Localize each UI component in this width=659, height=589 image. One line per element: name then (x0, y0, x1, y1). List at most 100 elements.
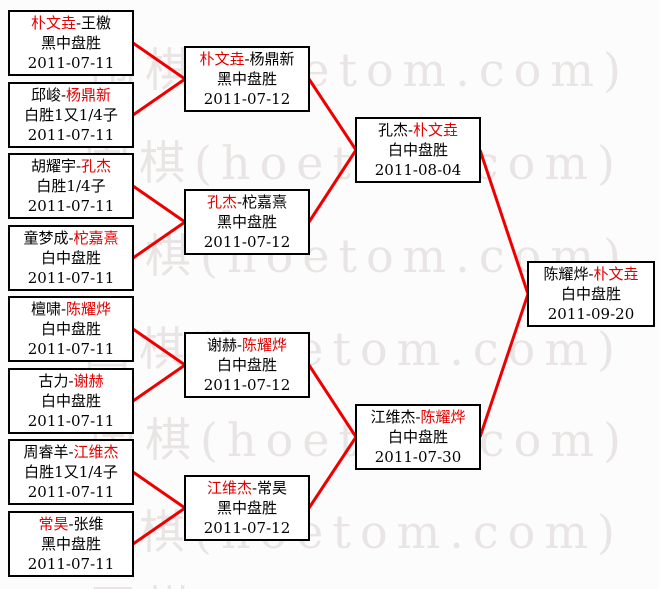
watermark-text: 围棋(hoetom.com) (84, 505, 624, 559)
match-players: 檀啸-陈耀烨 (31, 299, 111, 319)
player-name: 朴文垚 (199, 50, 245, 68)
player-name: 孔杰 (206, 193, 237, 211)
watermark-text: 围棋(hoetom.com) (84, 322, 624, 376)
match-players: 朴文垚-杨鼎新 (199, 49, 294, 69)
player-name: 檀啸 (30, 300, 61, 318)
match-players: 江维杰-陈耀烨 (370, 407, 465, 427)
player-name: 陈耀烨 (420, 408, 466, 426)
match-players: 朴文垚-王檄 (31, 13, 111, 33)
match-date: 2011-07-11 (27, 412, 115, 430)
vs-dash: - (75, 157, 82, 175)
player-name: 杨鼎新 (66, 86, 112, 104)
player-name: 谢赫 (206, 336, 237, 354)
player-name: 周睿羊 (23, 443, 69, 461)
match-box-sf-1: 孔杰-朴文垚 白中盘胜 2011-08-04 (355, 117, 481, 183)
player-name: 江维杰 (73, 443, 119, 461)
match-players: 常昊-张维 (38, 514, 103, 534)
player-name: 柁嘉熹 (242, 193, 288, 211)
match-box-r1-4: 童梦成-柁嘉熹 白中盘胜 2011-07-11 (8, 225, 134, 291)
vs-dash: - (68, 372, 74, 390)
match-result: 黑中盘胜 (40, 535, 101, 553)
match-result: 白中盘胜 (40, 392, 101, 410)
vs-dash: - (68, 443, 74, 461)
match-result: 白中盘胜 (40, 249, 101, 267)
vs-dash: - (415, 408, 421, 426)
player-name: 柁嘉熹 (73, 229, 119, 247)
player-name: 胡耀宇 (30, 157, 76, 175)
match-players: 孔杰-柁嘉熹 (207, 192, 287, 212)
match-players: 谢赫-陈耀烨 (207, 335, 287, 355)
vs-dash: - (60, 86, 67, 104)
match-date: 2011-08-04 (374, 161, 462, 179)
match-box-sf-2: 江维杰-陈耀烨 白中盘胜 2011-07-30 (355, 404, 481, 470)
match-result: 白中盘胜 (216, 356, 277, 374)
match-box-r1-3: 胡耀宇-孔杰 白胜1/4子 2011-07-11 (8, 153, 134, 219)
connector-line (307, 149, 358, 223)
match-players: 古力-谢赫 (38, 371, 103, 391)
match-result: 白中盘胜 (387, 141, 448, 159)
watermark-text: 围棋(hoetom.com) (90, 572, 630, 589)
match-box-r2-1: 朴文垚-杨鼎新 黑中盘胜 2011-07-12 (184, 46, 310, 112)
match-date: 2011-09-20 (547, 305, 635, 323)
match-result: 黑中盘胜 (216, 213, 277, 231)
match-date: 2011-07-11 (27, 340, 115, 358)
match-result: 黑中盘胜 (216, 70, 277, 88)
match-result: 黑中盘胜 (216, 499, 277, 517)
vs-dash: - (60, 300, 67, 318)
vs-dash: - (75, 14, 82, 32)
match-box-r1-5: 檀啸-陈耀烨 白中盘胜 2011-07-11 (8, 296, 134, 362)
connector-line (307, 364, 358, 438)
player-name: 陈耀烨 (543, 265, 589, 283)
connector-line (132, 184, 186, 224)
match-date: 2011-07-11 (27, 197, 115, 215)
match-result: 白胜1又1/4子 (24, 106, 118, 124)
vs-dash: - (407, 121, 414, 139)
connector-line (307, 78, 358, 151)
match-date: 2011-07-30 (374, 448, 462, 466)
match-box-r2-2: 孔杰-柁嘉熹 黑中盘胜 2011-07-12 (184, 189, 310, 255)
player-name: 张维 (73, 515, 104, 533)
player-name: 杨鼎新 (249, 50, 295, 68)
player-name: 朴文垚 (413, 121, 459, 139)
match-box-r1-6: 古力-谢赫 白中盘胜 2011-07-11 (8, 368, 134, 434)
player-name: 江维杰 (206, 479, 252, 497)
player-name: 王檄 (81, 14, 112, 32)
connector-line (307, 436, 358, 509)
match-box-r2-3: 谢赫-陈耀烨 白中盘胜 2011-07-12 (184, 332, 310, 398)
connector-line (478, 149, 530, 295)
player-name: 邱峻 (30, 86, 61, 104)
match-date: 2011-07-12 (203, 519, 291, 537)
match-players: 胡耀宇-孔杰 (31, 156, 111, 176)
connector-line (132, 470, 186, 510)
player-name: 童梦成 (23, 229, 69, 247)
match-box-final: 陈耀烨-朴文垚 白中盘胜 2011-09-20 (527, 261, 655, 327)
vs-dash: - (244, 50, 250, 68)
match-box-r1-7: 周睿羊-江维杰 白胜1又1/4子 2011-07-11 (8, 439, 134, 505)
watermark-text: 围棋(hoetom.com) (90, 43, 630, 97)
player-name: 朴文垚 (593, 265, 639, 283)
match-box-r2-4: 江维杰-常昊 黑中盘胜 2011-07-12 (184, 475, 310, 541)
match-result: 白中盘胜 (387, 428, 448, 446)
match-date: 2011-07-12 (203, 90, 291, 108)
connector-line (132, 363, 186, 403)
connector-line (132, 506, 186, 546)
player-name: 孔杰 (377, 121, 408, 139)
match-date: 2011-07-11 (27, 54, 115, 72)
vs-dash: - (68, 515, 74, 533)
connector-line (132, 220, 186, 260)
match-date: 2011-07-11 (27, 483, 115, 501)
player-name: 古力 (38, 372, 69, 390)
player-name: 孔杰 (81, 157, 112, 175)
match-date: 2011-07-12 (203, 376, 291, 394)
player-name: 朴文垚 (30, 14, 76, 32)
watermark-text: 围棋(hoetom.com) (84, 136, 624, 190)
vs-dash: - (236, 193, 243, 211)
match-result: 白中盘胜 (40, 320, 101, 338)
match-box-r1-2: 邱峻-杨鼎新 白胜1又1/4子 2011-07-11 (8, 82, 134, 148)
connector-line (132, 41, 186, 81)
match-players: 陈耀烨-朴文垚 (543, 264, 638, 284)
player-name: 陈耀烨 (66, 300, 112, 318)
match-result: 白胜1/4子 (36, 177, 106, 195)
